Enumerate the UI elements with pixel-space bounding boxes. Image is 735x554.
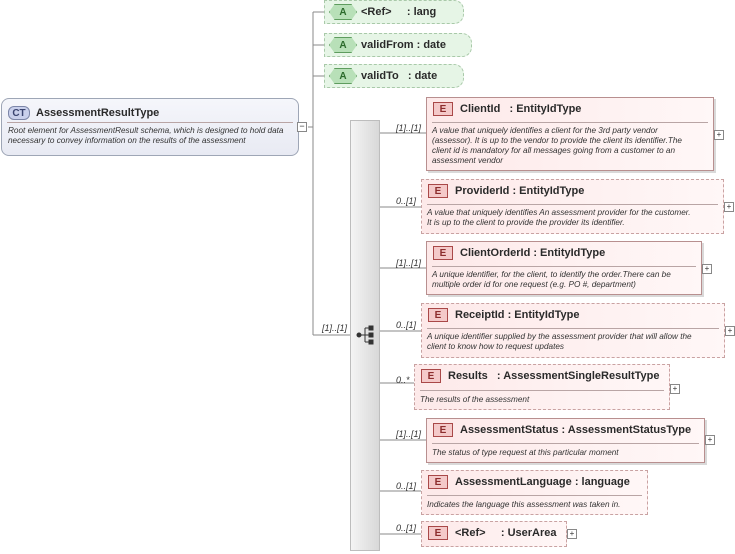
attribute-badge: A: [329, 37, 357, 53]
doc-line: assessment vendor: [432, 156, 503, 165]
plus-icon[interactable]: +: [567, 529, 577, 539]
doc-line: client to know how to request updates: [427, 342, 564, 351]
sequence-cardinality: [1]..[1]: [322, 323, 348, 333]
element-clientorderid[interactable]: E ClientOrderId : EntityIdType A unique i…: [426, 241, 702, 295]
doc-line: The status of type request at this parti…: [432, 448, 619, 457]
element-clientid[interactable]: E ClientId : EntityIdType A value that un…: [426, 97, 714, 171]
element-badge: E: [433, 423, 453, 437]
element-cardinality: 0..[1]: [396, 196, 417, 206]
doc-line: (assessor). It is up to the vendor to pr…: [432, 136, 682, 145]
doc-line: It is up to the client to provide the pr…: [427, 218, 625, 227]
attribute-badge: A: [329, 4, 357, 20]
element-cardinality: [1]..[1]: [396, 429, 422, 439]
plus-icon[interactable]: +: [714, 130, 724, 140]
complex-type-divider: [7, 122, 293, 123]
complex-type-doc: Root element for AssessmentResult schema…: [8, 126, 284, 145]
element-name: AssessmentStatus : AssessmentStatusType: [460, 424, 692, 436]
attribute-validfrom[interactable]: A validFrom : date: [324, 33, 472, 57]
element-name: ClientId : EntityIdType: [460, 103, 582, 115]
complex-type-box[interactable]: CT AssessmentResultType Root element for…: [1, 98, 299, 156]
attribute-badge: A: [329, 68, 357, 84]
doc-line: A value that uniquely identifies An asse…: [427, 208, 691, 217]
element-cardinality: 0..[1]: [396, 523, 417, 533]
element-badge: E: [428, 475, 448, 489]
plus-icon[interactable]: +: [702, 264, 712, 274]
element-badge: E: [433, 102, 453, 116]
element-name: Results : AssessmentSingleResultType: [448, 370, 660, 382]
doc-line: The results of the assessment: [420, 395, 530, 404]
element-userarea[interactable]: E <Ref> : UserArea: [421, 521, 567, 547]
doc-line: A unique identifier, for the client, to …: [432, 270, 671, 279]
collapse-icon[interactable]: −: [297, 122, 307, 132]
element-providerid[interactable]: E ProviderId : EntityIdType A value that …: [421, 179, 724, 234]
attribute-label: validFrom : date: [361, 39, 446, 51]
doc-line: client id is mandatory for all messages …: [432, 146, 676, 155]
attribute-ref-lang[interactable]: A <Ref> : lang: [324, 0, 464, 24]
element-cardinality: 0..[1]: [396, 320, 417, 330]
element-badge: E: [421, 369, 441, 383]
element-name: ProviderId : EntityIdType: [455, 185, 585, 197]
element-badge: E: [428, 526, 448, 540]
element-badge: E: [433, 246, 453, 260]
element-name: ReceiptId : EntityIdType: [455, 309, 580, 321]
element-name: AssessmentLanguage : language: [455, 476, 630, 488]
element-assessmentstatus[interactable]: E AssessmentStatus : AssessmentStatusType…: [426, 418, 705, 463]
element-cardinality: 0..[1]: [396, 481, 417, 491]
doc-line: A unique identifier supplied by the asse…: [427, 332, 692, 341]
element-cardinality: [1]..[1]: [396, 123, 422, 133]
element-badge: E: [428, 308, 448, 322]
plus-icon[interactable]: +: [705, 435, 715, 445]
plus-icon[interactable]: +: [724, 202, 734, 212]
element-cardinality: 0..*: [396, 375, 410, 385]
doc-line: A value that uniquely identifies a clien…: [432, 126, 658, 135]
complex-type-badge: CT: [8, 106, 30, 120]
complex-type-header: CT AssessmentResultType: [8, 104, 159, 122]
plus-icon[interactable]: +: [670, 384, 680, 394]
element-name: <Ref> : UserArea: [455, 527, 557, 539]
element-results[interactable]: E Results : AssessmentSingleResultType Th…: [414, 364, 670, 410]
plus-icon[interactable]: +: [725, 326, 735, 336]
attribute-label: <Ref> : lang: [361, 6, 437, 18]
element-receiptid[interactable]: E ReceiptId : EntityIdType A unique ident…: [421, 303, 725, 358]
doc-line: Indicates the language this assessment w…: [427, 500, 621, 509]
element-name: ClientOrderId : EntityIdType: [460, 247, 606, 259]
complex-type-name: AssessmentResultType: [36, 107, 160, 119]
doc-line: multiple order id for one request (e.g. …: [432, 280, 636, 289]
element-cardinality: [1]..[1]: [396, 258, 422, 268]
attribute-validto[interactable]: A validTo : date: [324, 64, 464, 88]
element-assessmentlanguage[interactable]: E AssessmentLanguage : language Indicates…: [421, 470, 648, 515]
sequence-icon[interactable]: [356, 325, 376, 345]
element-badge: E: [428, 184, 448, 198]
attribute-label: validTo : date: [361, 70, 438, 82]
